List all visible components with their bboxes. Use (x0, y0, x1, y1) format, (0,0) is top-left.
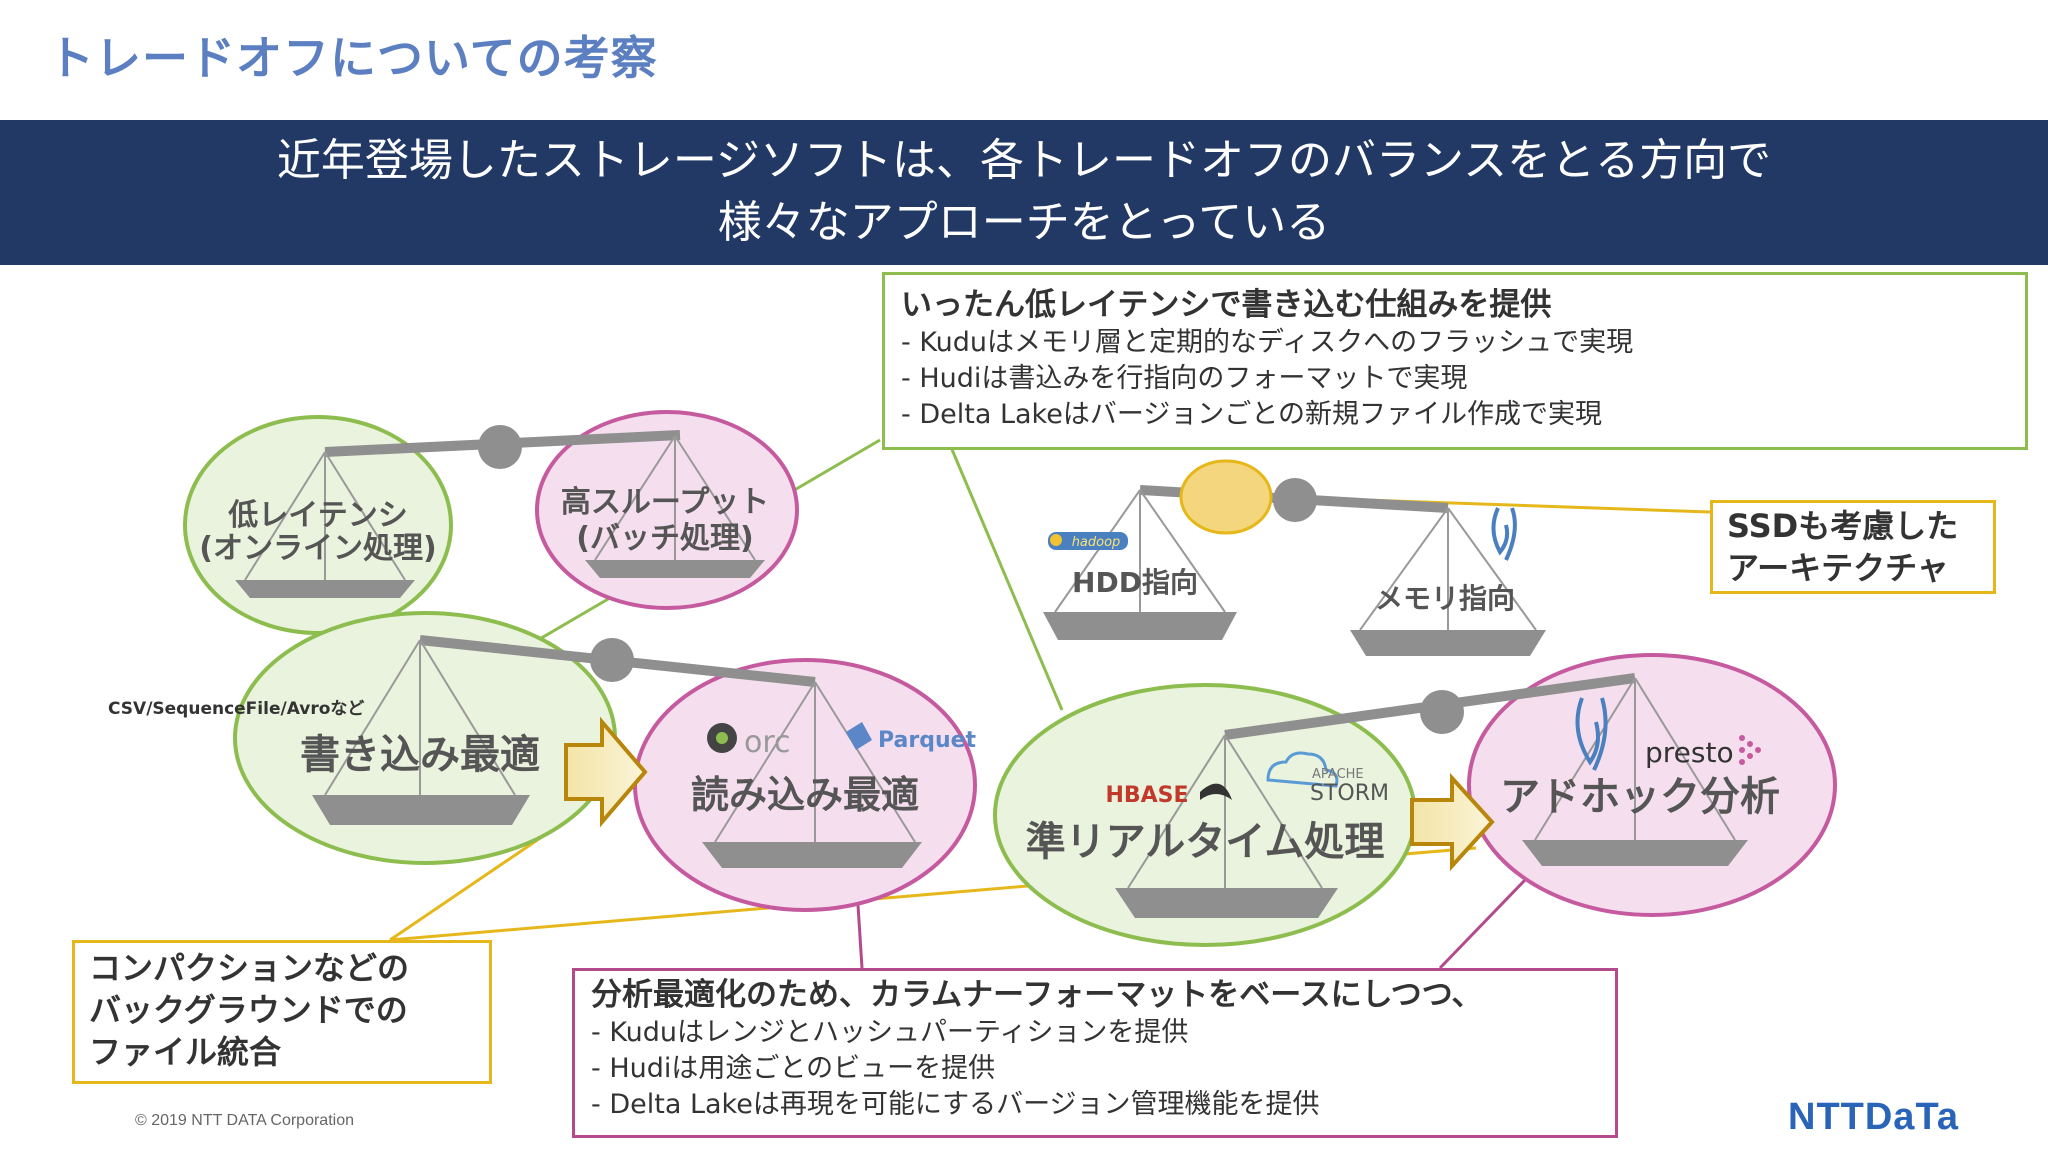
balance-strings (1127, 677, 1736, 889)
callout-line: - Delta Lakeはバージョンごとの新規ファイル作成で実現 (901, 399, 1603, 430)
label-write-optimized: 書き込み最適 (300, 732, 540, 778)
callout-line: - Delta Lakeは再現を可能にするバージョン管理機能を提供 (591, 1089, 1320, 1120)
callout-line: - Kuduはレンジとハッシュパーティションを提供 (591, 1017, 1189, 1048)
hbase-orca-icon (1200, 783, 1232, 800)
storm-logo-text: STORM (1310, 781, 1389, 806)
label-low-latency: 低レイテンシ (227, 498, 407, 533)
scale-latency-throughput: 低レイテンシ (オンライン処理) 高スループット (バッチ処理) (183, 410, 799, 635)
connector-bottom-read (856, 904, 864, 969)
scale-hdd-memory: hadoop HDD指向 メモリ指向 (1043, 459, 1546, 656)
label-memory-oriented: メモリ指向 (1375, 582, 1515, 615)
parquet-logo-icon (846, 722, 872, 750)
balance-pan-right (1350, 630, 1546, 656)
presto-logo-icon (1739, 735, 1761, 765)
callout-line: SSDも考慮した (1727, 507, 1959, 545)
connector-compaction-write (389, 826, 556, 942)
storm-cloud-icon (1266, 751, 1339, 788)
arrow-realtime-to-adhoc (1410, 772, 1495, 872)
callout-line: コンパクションなどの (89, 949, 410, 987)
balance-pivot (1420, 690, 1464, 734)
label-read-optimized: 読み込み最適 (691, 773, 919, 817)
hadoop-logo-text: hadoop (1072, 535, 1121, 550)
label-online-processing: (オンライン処理) (199, 531, 436, 566)
headline-line-1: 近年登場したストレージソフトは、各トレードオフのバランスをとる方向で (276, 135, 1772, 186)
page-title: トレードオフについての考察 (48, 31, 658, 85)
callout-low-latency-write: いったん低レイテンシで書き込む仕組みを提供 - Kuduはメモリ層と定期的なディ… (882, 272, 2028, 450)
callout-heading: いったん低レイテンシで書き込む仕組みを提供 (901, 287, 1552, 323)
balance-pan-left (312, 795, 530, 825)
headline-line-2: 様々なアプローチをとっている (717, 197, 1331, 248)
label-near-realtime: 準リアルタイム処理 (1026, 819, 1385, 865)
callout-line: - Hudiは書込みを行指向のフォーマットで実現 (901, 363, 1468, 394)
balance-pivot (478, 425, 522, 469)
callout-heading: 分析最適化のため、カラムナーフォーマットをベースにしつつ、 (591, 977, 1483, 1013)
callout-compaction: コンパクションなどの バックグラウンドでの ファイル統合 (72, 940, 492, 1084)
kudu-logo-icon (1575, 697, 1608, 771)
callout-line: バックグラウンドでの (89, 991, 408, 1029)
balance-pan-right (1522, 840, 1748, 866)
callout-columnar-format: 分析最適化のため、カラムナーフォーマットをベースにしつつ、 - Kuduはレンジ… (572, 968, 1618, 1138)
hadoop-logo-icon (1048, 532, 1128, 550)
presto-logo-text: presto (1645, 736, 1734, 769)
copyright-footer: © 2019 NTT DATA Corporation (135, 1112, 354, 1129)
balance-strings (1054, 489, 1537, 631)
callout-line: - Kuduはメモリ層と定期的なディスクへのフラッシュで実現 (901, 327, 1634, 358)
callout-line: ファイル統合 (89, 1033, 282, 1071)
ntt-data-logo: NTTDaTa (1788, 1096, 1959, 1138)
connector-bottom-adhoc (1438, 878, 1527, 970)
connector-top-box-realtime (946, 439, 1064, 711)
balance-pan-left (235, 580, 415, 598)
balance-pivot (590, 638, 634, 682)
label-batch-processing: (バッチ処理) (576, 521, 753, 556)
kudu-logo-icon (1491, 507, 1517, 561)
balance-pan-right (702, 842, 922, 868)
label-high-throughput: 高スループット (561, 485, 769, 520)
headline-banner: 近年登場したストレージソフトは、各トレードオフのバランスをとる方向で 様々なアプ… (0, 120, 2048, 265)
callout-line: - Hudiは用途ごとのビューを提供 (591, 1053, 996, 1084)
storm-logo-top: APACHE (1312, 767, 1364, 782)
orc-logo-text: orc (744, 725, 791, 760)
ssd-highlight (1179, 459, 1273, 535)
balance-strings (324, 639, 916, 843)
scale-write-read: CSV/SequenceFile/Avroなど 書き込み最適 orc Parqu… (108, 611, 977, 912)
callout-line: アーキテクチャ (1727, 549, 1949, 587)
hbase-logo-text: HBASE (1105, 783, 1188, 808)
arrow-write-to-read (564, 716, 648, 828)
scale-realtime-adhoc: HBASE APACHE STORM 準リアルタイム処理 presto アドホッ… (993, 653, 1837, 947)
balance-pan-left (1043, 612, 1237, 640)
parquet-logo-text: Parquet (878, 728, 977, 753)
csv-format-note: CSV/SequenceFile/Avroなど (108, 699, 364, 719)
balance-pan-left (1115, 888, 1338, 918)
callout-ssd-architecture: SSDも考慮した アーキテクチャ (1710, 500, 1996, 594)
label-adhoc-analysis: アドホック分析 (1500, 774, 1780, 820)
throughput-ellipse (535, 410, 799, 610)
balance-strings (244, 435, 756, 581)
label-hdd-oriented: HDD指向 (1072, 566, 1198, 599)
balance-pivot (1273, 478, 1317, 522)
balance-pan-right (585, 560, 765, 578)
